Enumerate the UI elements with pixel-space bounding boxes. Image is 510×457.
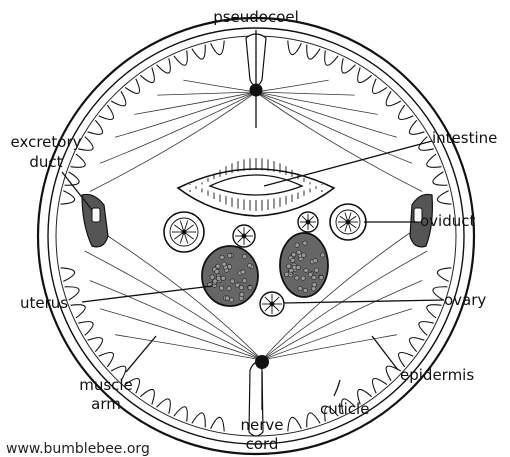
label-excretory-duct-2: duct bbox=[29, 153, 62, 171]
leader-epidermis bbox=[372, 336, 398, 370]
ovary-ring-upper-left bbox=[233, 225, 255, 247]
muscle-cell bbox=[307, 45, 320, 60]
muscle-cell bbox=[399, 352, 414, 366]
muscle-cell bbox=[386, 366, 401, 381]
muscle-arm-strand bbox=[100, 92, 256, 163]
label-intestine: intestine bbox=[432, 129, 497, 147]
muscle-cell bbox=[99, 352, 114, 366]
muscle-cell bbox=[192, 413, 205, 428]
leader-intestine bbox=[264, 141, 432, 186]
muscle-cell bbox=[433, 172, 448, 185]
muscle-arm-strand bbox=[256, 92, 378, 114]
label-nerve-cord-1: nerve bbox=[240, 416, 283, 434]
muscle-arm-strand bbox=[115, 92, 256, 137]
label-muscle-arm-2: arm bbox=[91, 395, 121, 413]
leader-cuticle bbox=[334, 380, 340, 396]
muscle-arm-strand bbox=[256, 92, 422, 192]
muscle-cell bbox=[372, 379, 386, 394]
muscle-cell bbox=[99, 105, 114, 119]
muscle-cell bbox=[61, 191, 75, 205]
muscle-arm-strand bbox=[100, 309, 262, 360]
muscle-arm-strand bbox=[262, 309, 412, 360]
muscle-cell bbox=[288, 41, 302, 55]
muscle-cell bbox=[157, 399, 171, 414]
muscle-arm-strand bbox=[262, 281, 422, 361]
muscle-cell bbox=[409, 338, 424, 352]
muscle-cell bbox=[409, 120, 424, 134]
muscle-cell bbox=[419, 322, 434, 336]
label-muscle-arm-1: muscle bbox=[79, 376, 133, 394]
muscle-arm-strand bbox=[183, 80, 256, 92]
uterus-section-left bbox=[202, 246, 258, 306]
label-excretory-duct-1: excretory bbox=[11, 133, 82, 151]
uterus-section-right bbox=[280, 233, 328, 297]
muscle-arm-strand bbox=[256, 80, 329, 92]
label-nerve-cord-2: cord bbox=[246, 435, 279, 453]
leader-ovary bbox=[284, 300, 444, 303]
muscle-cell bbox=[288, 417, 302, 431]
muscle-cell bbox=[88, 338, 103, 352]
muscle-arm-strand bbox=[90, 92, 256, 192]
muscle-cell bbox=[307, 413, 320, 428]
muscle-cell bbox=[399, 105, 414, 119]
label-uterus: uterus bbox=[20, 294, 68, 312]
ovary-ring-upper-right bbox=[298, 212, 318, 232]
muscle-arm-strand bbox=[134, 92, 256, 114]
muscle-arm-strand bbox=[256, 92, 397, 137]
muscle-cell bbox=[372, 79, 386, 94]
muscle-cell bbox=[78, 322, 93, 336]
muscle-cell bbox=[140, 389, 154, 404]
credit-text: www.bumblebee.org bbox=[6, 441, 150, 457]
muscle-cell bbox=[140, 68, 154, 83]
intestine-organ bbox=[178, 158, 334, 216]
muscle-cell bbox=[211, 417, 225, 431]
oviduct-section-left bbox=[164, 212, 204, 252]
leader-uterus bbox=[82, 286, 212, 302]
muscle-cell bbox=[157, 58, 171, 73]
muscle-cell bbox=[111, 91, 126, 106]
muscle-cell bbox=[125, 79, 139, 94]
leader-muscle-arm bbox=[126, 336, 156, 372]
label-oviduct: oviduct bbox=[420, 212, 475, 230]
muscle-cell bbox=[211, 41, 225, 55]
label-pseudocoel: pseudocoel bbox=[213, 8, 299, 26]
muscle-cell bbox=[358, 68, 372, 83]
label-epidermis: epidermis bbox=[400, 366, 474, 384]
muscle-cell bbox=[61, 268, 75, 282]
muscle-cell bbox=[437, 191, 451, 205]
label-cuticle: cuticle bbox=[320, 400, 369, 418]
muscle-cell bbox=[342, 58, 356, 73]
label-ovary: ovary bbox=[444, 291, 486, 309]
muscle-cell bbox=[192, 45, 205, 60]
muscle-cell bbox=[437, 268, 451, 282]
muscle-cell bbox=[386, 91, 401, 106]
ovary-ring-lower bbox=[260, 292, 284, 316]
muscle-cell bbox=[88, 120, 103, 134]
oviduct-section-right bbox=[330, 204, 366, 240]
